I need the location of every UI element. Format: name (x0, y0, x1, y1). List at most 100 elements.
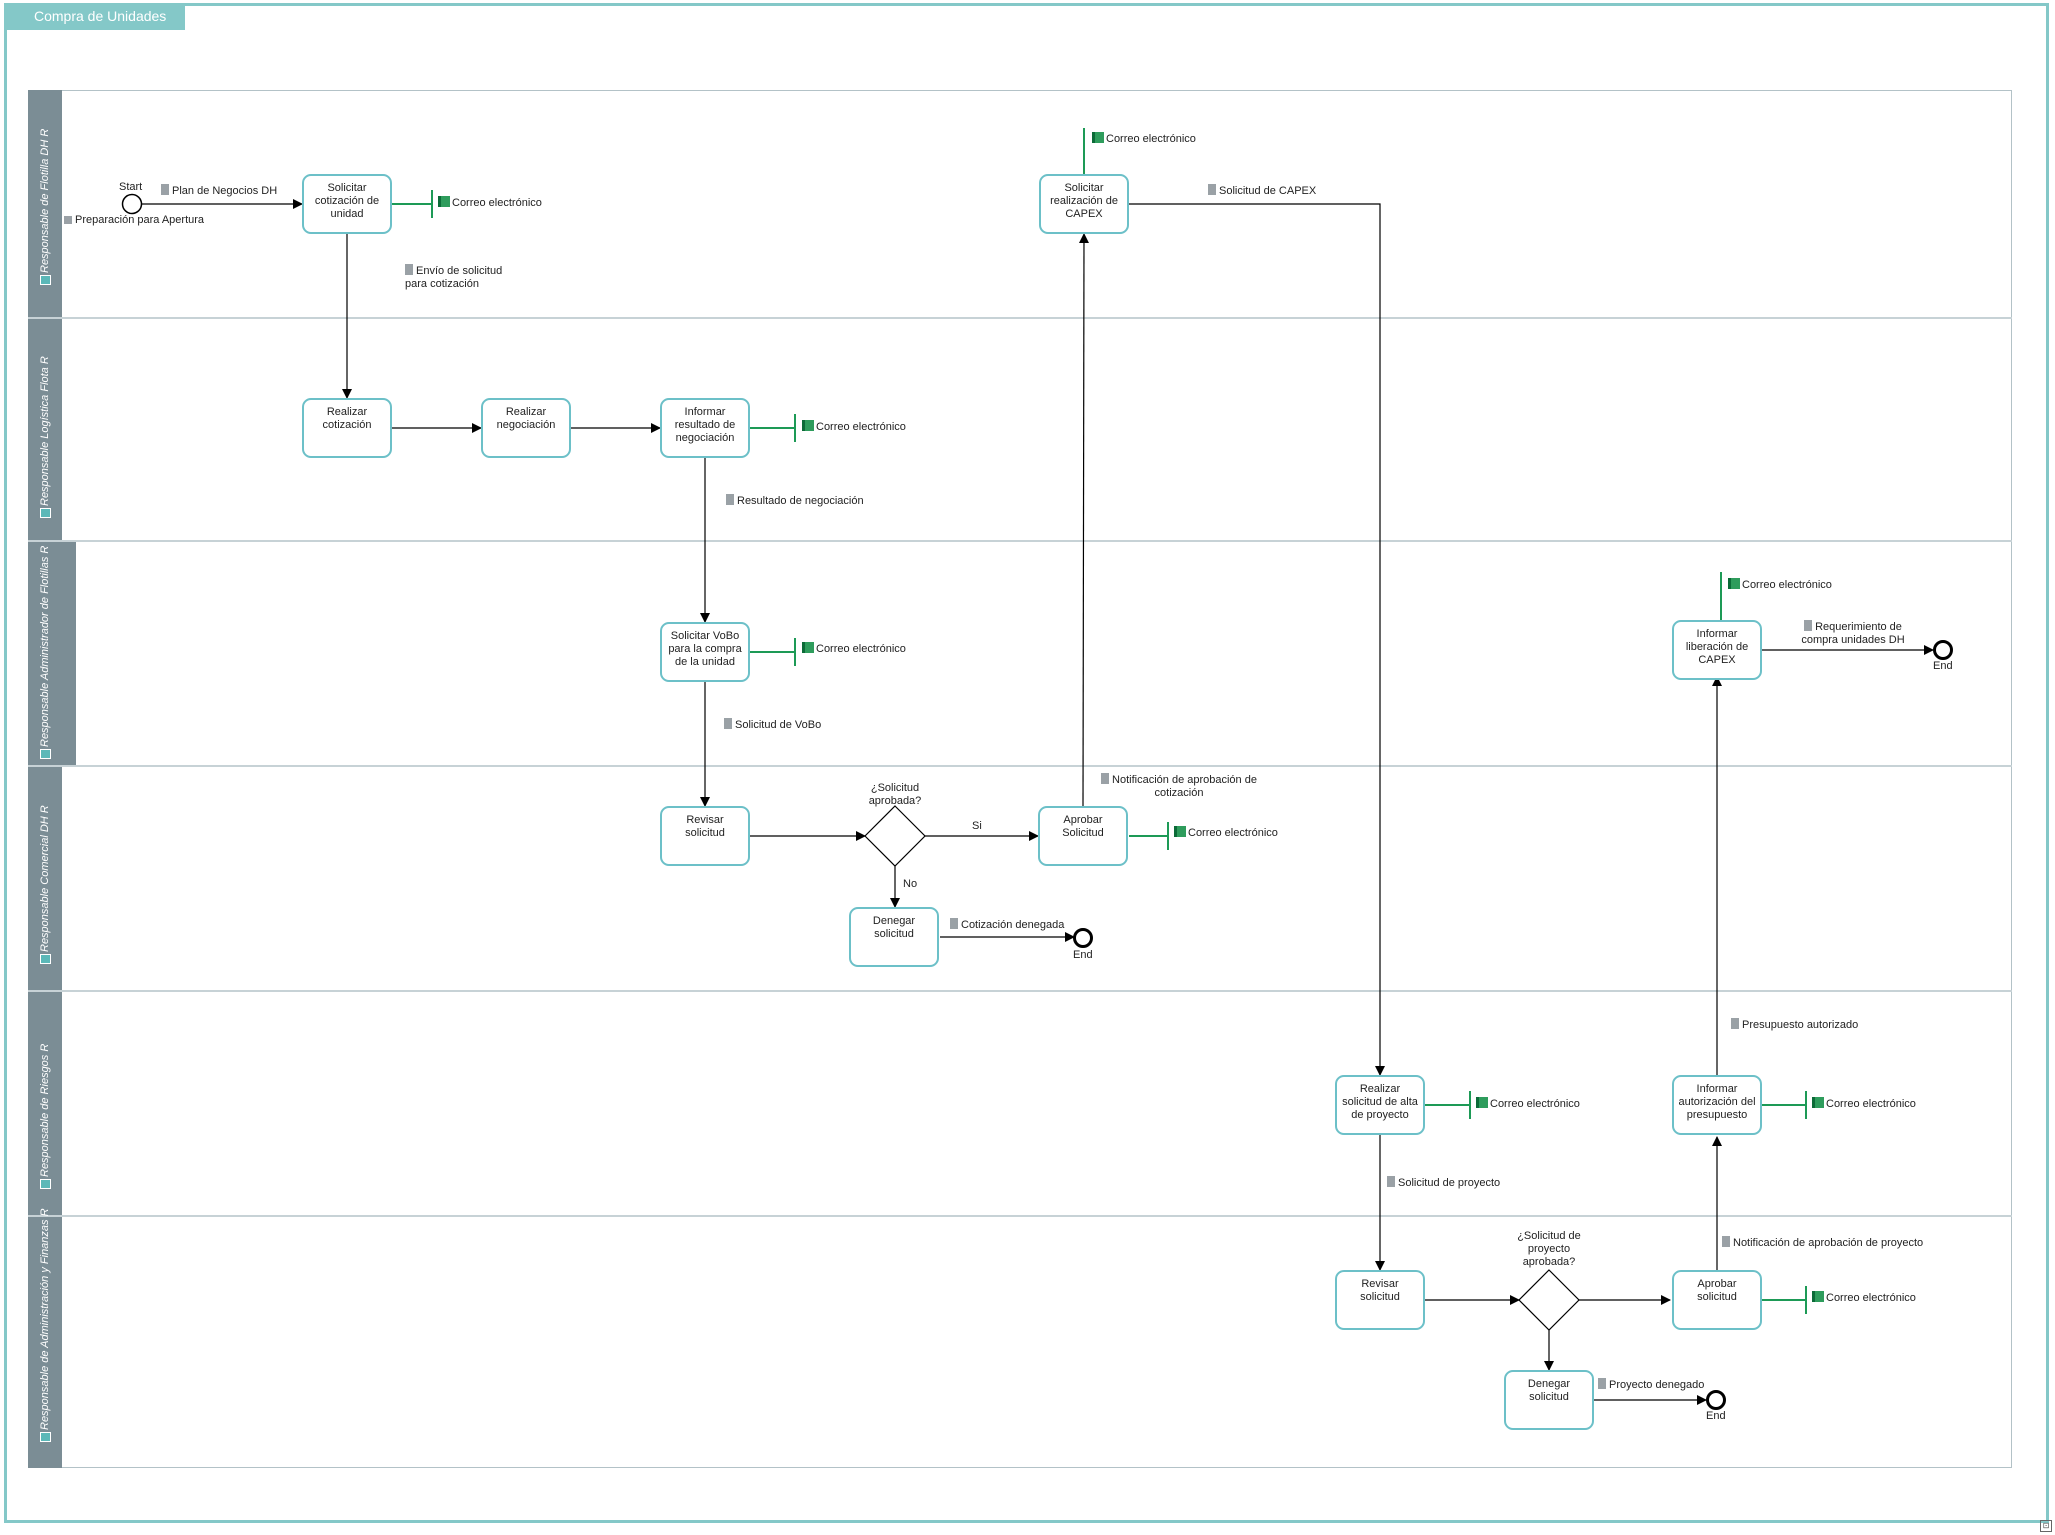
mail-artifact: Correo electrónico (1812, 1291, 1916, 1305)
artifact-text: Cotización denegada (961, 919, 1065, 931)
artifact-resultado-negociacion: Resultado de negociación (726, 494, 864, 508)
document-icon (1804, 620, 1813, 631)
lane-icon (40, 508, 51, 518)
gateway-label: ¿Solicitud de proyecto aprobada? (1517, 1230, 1581, 1268)
diagram-frame (4, 3, 2049, 1523)
gateway-solicitud-aprobada (864, 805, 926, 867)
mail-artifact: Correo electrónico (802, 420, 906, 434)
task-aprobar-solicitud[interactable]: Aprobar Solicitud (1038, 806, 1128, 866)
task-informar-autorizacion[interactable]: Informar autorización del presupuesto (1672, 1075, 1762, 1135)
lane-header: Responsable Logística Flota R (28, 319, 62, 540)
artifact-solicitud-capex: Solicitud de CAPEX (1208, 184, 1316, 198)
mail-artifact: Correo electrónico (1812, 1097, 1916, 1111)
mail-icon (802, 420, 814, 431)
lane-icon (40, 275, 51, 285)
document-icon (1101, 773, 1110, 784)
mail-icon (438, 196, 450, 207)
mail-text: Correo electrónico (1742, 579, 1832, 591)
lane-comercial: Responsable Comercial DH R (28, 767, 2012, 992)
document-icon (161, 184, 169, 195)
lane-riesgos: Responsable de Riesgos R (28, 992, 2012, 1217)
mail-assoc (750, 638, 796, 666)
start-label: Start (119, 181, 143, 193)
gateway-no-label: No (903, 878, 918, 890)
artifact-cotizacion-denegada: Cotización denegada (950, 918, 1064, 932)
mail-icon (1812, 1097, 1824, 1108)
mail-text: Correo electrónico (1826, 1292, 1916, 1304)
mail-artifact: Correo electrónico (1092, 132, 1196, 146)
mail-icon (1092, 132, 1104, 143)
mail-text: Correo electrónico (1188, 827, 1278, 839)
artifact-solicitud-vobo: Solicitud de VoBo (724, 718, 821, 732)
artifact-text: Plan de Negocios DH (172, 185, 278, 197)
mail-icon (1476, 1097, 1488, 1108)
task-denegar-solicitud[interactable]: Denegar solicitud (849, 907, 939, 967)
artifact-text: Requerimiento de compra unidades DH (1801, 621, 1905, 646)
mail-assoc (750, 414, 796, 442)
artifact-text: Solicitud de CAPEX (1219, 185, 1317, 197)
mail-text: Correo electrónico (816, 421, 906, 433)
document-icon (1598, 1378, 1606, 1389)
gateway-proyecto-aprobado (1518, 1269, 1580, 1331)
mail-assoc (1425, 1091, 1471, 1119)
lane-header: Responsable de Riesgos R (28, 992, 62, 1215)
gateway-yes-label: Si (972, 820, 982, 832)
artifact-text: Notificación de aprobación de proyecto (1733, 1237, 1924, 1249)
lane-icon (40, 1179, 51, 1189)
end-event (1706, 1390, 1726, 1410)
mail-assoc (1129, 822, 1169, 850)
artifact-text: Envío de solicitud para cotización (405, 265, 503, 290)
task-revisar-solicitud-proyecto[interactable]: Revisar solicitud (1335, 1270, 1425, 1330)
artifact-requerimiento: Requerimiento de compra unidades DH (1793, 620, 1913, 647)
mail-text: Correo electrónico (452, 197, 542, 209)
artifact-envio-solicitud: Envío de solicitud para cotización (405, 264, 515, 291)
lane-header: Responsable de Administración y Finanzas… (28, 1208, 62, 1468)
mail-icon (1728, 578, 1740, 589)
document-icon (1731, 1018, 1739, 1029)
mail-assoc (1762, 1091, 1807, 1119)
task-solicitar-cotizacion[interactable]: Solicitar cotización de unidad (302, 174, 392, 234)
artifact-text: Preparación para Apertura (75, 214, 205, 226)
artifact-presupuesto-autorizado: Presupuesto autorizado (1731, 1018, 1858, 1032)
document-icon (64, 216, 72, 224)
artifact-text: Proyecto denegado (1609, 1379, 1705, 1391)
mail-icon (802, 642, 814, 653)
task-revisar-solicitud[interactable]: Revisar solicitud (660, 806, 750, 866)
document-icon (405, 264, 413, 275)
document-icon (1722, 1236, 1730, 1247)
lane-administrador: Responsable Administrador de Flotillas R (28, 542, 2012, 767)
task-solicitar-vobo[interactable]: Solicitar VoBo para la compra de la unid… (660, 622, 750, 682)
mail-text: Correo electrónico (1826, 1098, 1916, 1110)
document-icon (726, 494, 734, 505)
task-informar-liberacion[interactable]: Informar liberación de CAPEX (1672, 620, 1762, 680)
mail-text: Correo electrónico (1106, 133, 1196, 145)
task-realizar-negociacion[interactable]: Realizar negociación (481, 398, 571, 458)
end-label: End (1706, 1410, 1726, 1422)
artifact-plan-negocios: Plan de Negocios DH (161, 184, 277, 198)
document-icon (950, 918, 958, 929)
resize-icon[interactable]: ⊡ (2040, 1520, 2052, 1532)
task-denegar-solicitud-proyecto[interactable]: Denegar solicitud (1504, 1370, 1594, 1430)
mail-assoc (1762, 1286, 1807, 1314)
task-informar-resultado[interactable]: Informar resultado de negociación (660, 398, 750, 458)
lane-logistica: Responsable Logística Flota R (28, 319, 2012, 542)
mail-assoc (392, 190, 433, 218)
mail-text: Correo electrónico (1490, 1098, 1580, 1110)
document-icon (1208, 184, 1216, 195)
task-aprobar-solicitud-proyecto[interactable]: Aprobar solicitud (1672, 1270, 1762, 1330)
task-solicitar-capex[interactable]: Solicitar realización de CAPEX (1039, 174, 1129, 234)
artifact-text: Resultado de negociación (737, 495, 864, 507)
mail-icon (1174, 826, 1186, 837)
artifact-text: Solicitud de proyecto (1398, 1177, 1501, 1189)
lane-header: Responsable Administrador de Flotillas R (28, 542, 76, 765)
page-tab[interactable]: Compra de Unidades (4, 3, 185, 30)
end-event (1933, 640, 1953, 660)
lane-icon (40, 749, 51, 759)
mail-artifact: Correo electrónico (1476, 1097, 1580, 1111)
mail-artifact: Correo electrónico (438, 196, 542, 210)
document-icon (1387, 1176, 1395, 1187)
task-realizar-cotizacion[interactable]: Realizar cotización (302, 398, 392, 458)
artifact-notificacion-cotizacion: Notificación de aprobación de cotización (1099, 773, 1259, 800)
task-realizar-alta[interactable]: Realizar solicitud de alta de proyecto (1335, 1075, 1425, 1135)
